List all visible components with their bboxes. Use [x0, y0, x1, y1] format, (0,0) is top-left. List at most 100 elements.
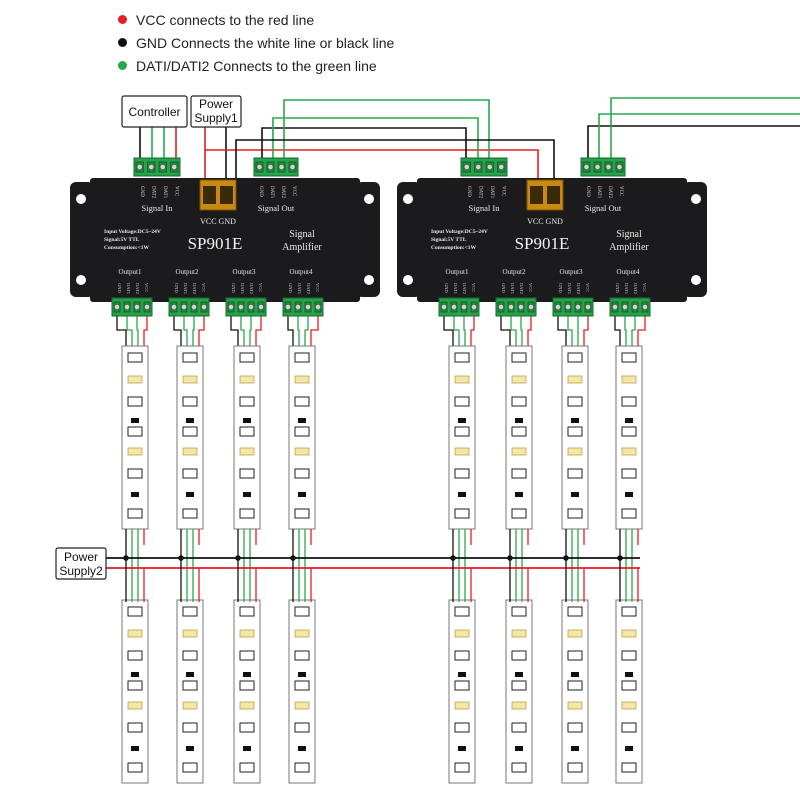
resistor-icon	[458, 746, 466, 751]
amplifier-body	[90, 178, 360, 302]
legend-vcc-text: VCC connects to the red line	[136, 12, 315, 28]
screw-icon	[248, 304, 254, 310]
screw-icon	[565, 304, 571, 310]
led-chip-icon	[127, 396, 143, 407]
led-lamp-icon	[567, 375, 583, 384]
output-label-1: Output1	[446, 268, 469, 276]
led-lamp-icon	[127, 629, 143, 638]
output-terminal-4	[609, 297, 651, 317]
output-wire	[304, 316, 309, 348]
led-chip-icon	[182, 468, 198, 479]
signal-in-pin-label: VCC	[174, 186, 179, 197]
output-pin-label: DAT2	[462, 283, 467, 294]
output-wire	[198, 316, 205, 348]
output-wire	[443, 316, 454, 348]
led-chip-icon	[182, 426, 198, 437]
led-chip-icon	[239, 722, 255, 733]
output-wire	[510, 316, 517, 348]
terminal-block	[438, 297, 480, 317]
power-supply-2-wires	[106, 529, 640, 602]
mount-hole-icon	[691, 275, 701, 285]
model-label: SP901E	[188, 234, 243, 253]
screw-icon	[124, 304, 130, 310]
screw-icon	[441, 304, 447, 310]
signal-out-pin-label: DAT2	[280, 186, 285, 199]
output-label-3: Output3	[233, 268, 256, 276]
led-chip-icon	[127, 606, 143, 617]
led-chip-icon	[567, 352, 583, 363]
legend-data-text: DATI/DATI2 Connects to the green line	[136, 58, 377, 74]
screw-icon	[201, 304, 207, 310]
black-dot-icon	[118, 38, 127, 47]
terminal-block	[225, 297, 267, 317]
led-chip-icon	[182, 508, 198, 519]
led-strips	[121, 345, 643, 784]
screw-icon	[642, 304, 648, 310]
screw-icon	[228, 304, 234, 310]
led-lamp-icon	[294, 629, 310, 638]
controller-label: Controller	[128, 105, 180, 119]
chain-out-gnd-wire	[587, 125, 800, 158]
terminal-block	[580, 157, 626, 177]
strip-body	[561, 599, 589, 784]
model-label: SP901E	[515, 234, 570, 253]
output-pin-label: DAT1	[510, 283, 515, 294]
output-pin-label: DAT2	[192, 283, 197, 294]
strip-body	[288, 599, 316, 784]
led-chip-icon	[454, 650, 470, 661]
led-chip-icon	[511, 396, 527, 407]
led-lamp-icon	[621, 701, 637, 710]
led-chip-icon	[567, 606, 583, 617]
output-wire	[637, 316, 646, 348]
terminal-block	[253, 157, 299, 177]
spec-consumption-text: Consumption:<1W	[431, 245, 477, 251]
led-chip-icon	[182, 352, 198, 363]
signal-in-label: Signal In	[469, 203, 501, 213]
led-chip-icon	[621, 650, 637, 661]
led-chip-icon	[127, 508, 143, 519]
resistor-icon	[571, 492, 579, 497]
screw-icon	[289, 164, 296, 170]
led-chip-icon	[182, 722, 198, 733]
led-strip-lower-3	[233, 599, 261, 784]
led-chip-icon	[621, 762, 637, 773]
power-supply-2-label-line1: Power	[64, 550, 98, 564]
led-strip-lower-8	[615, 599, 643, 784]
output-wire	[614, 316, 621, 348]
led-lamp-icon	[621, 375, 637, 384]
screw-icon	[508, 304, 514, 310]
output-pin-label: GND	[501, 283, 506, 293]
output-label-4: Output4	[617, 268, 640, 276]
signal-out-terminal	[253, 157, 299, 177]
screw-icon	[616, 164, 623, 170]
output-label-4: Output4	[290, 268, 313, 276]
strip-body	[505, 599, 533, 784]
output-wire	[230, 316, 239, 348]
led-chip-icon	[511, 680, 527, 691]
power-label: VCC GND	[200, 217, 236, 226]
led-chip-icon	[182, 762, 198, 773]
output-wire	[287, 316, 294, 348]
screw-icon	[134, 304, 140, 310]
green-dot-icon	[118, 61, 127, 70]
led-chip-icon	[294, 680, 310, 691]
output-pin-label: DAT1	[240, 283, 245, 294]
led-chip-icon	[621, 508, 637, 519]
resistor-icon	[625, 672, 633, 677]
resistor-icon	[571, 672, 579, 677]
signal-in-label: Signal In	[142, 203, 174, 213]
spec-signal-text: Signal:5V TTL	[104, 237, 140, 243]
output-wire	[192, 316, 195, 348]
resistor-icon	[243, 746, 251, 751]
led-chip-icon	[294, 352, 310, 363]
led-chip-icon	[239, 396, 255, 407]
terminal-block	[609, 297, 651, 317]
led-lamp-icon	[239, 629, 255, 638]
link-data1-wire	[272, 117, 479, 158]
strip-body	[176, 345, 204, 530]
signal-in-pin-label: GND	[466, 186, 471, 197]
led-chip-icon	[621, 606, 637, 617]
output-pin-label: DAT1	[126, 283, 131, 294]
output-label-2: Output2	[503, 268, 526, 276]
led-strip-upper-7	[561, 345, 589, 530]
